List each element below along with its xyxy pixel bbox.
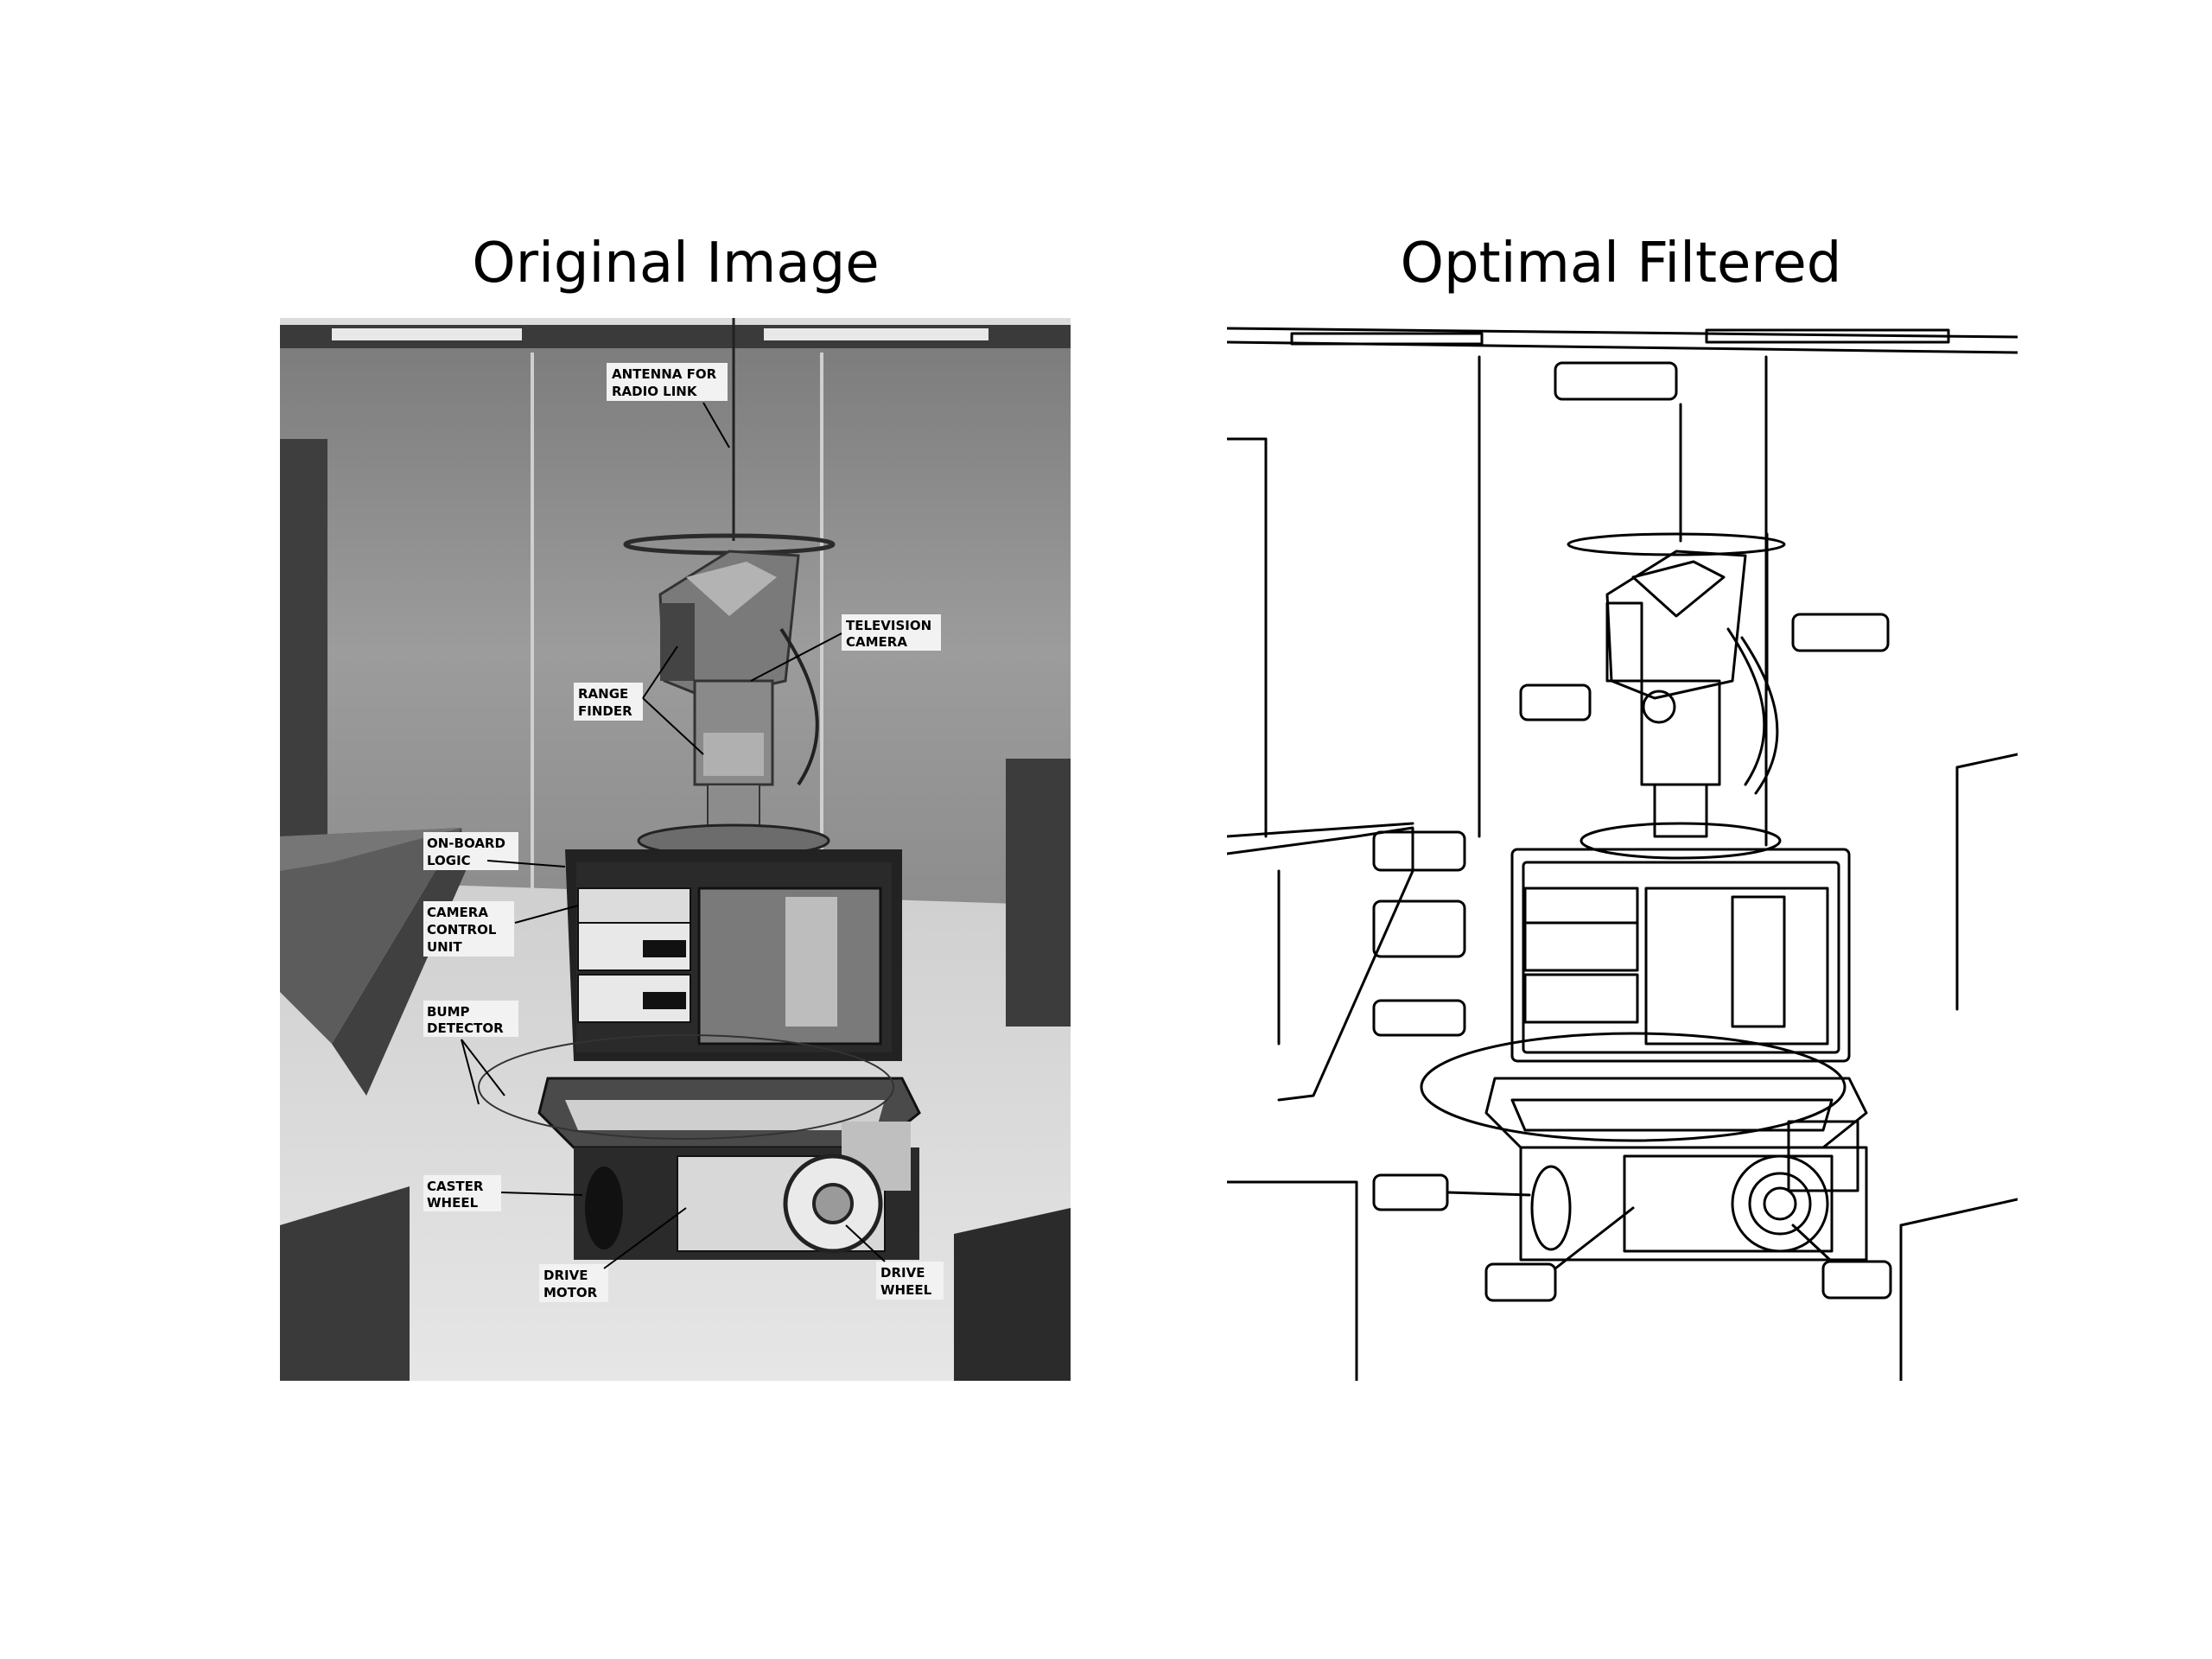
label-caster-line1: CASTER <box>427 1179 484 1194</box>
label-caster-line2: WHEEL <box>427 1195 479 1211</box>
label-bump-line1: BUMP <box>427 1004 470 1020</box>
original-image-title: Original Image <box>472 232 880 296</box>
original-image: ANTENNA FOR RADIO LINK TELEVISION CAMERA… <box>280 318 1071 1381</box>
label-ccu-line1: CAMERA <box>427 905 488 920</box>
label-bump-line2: DETECTOR <box>427 1020 504 1036</box>
label-logic-line1: ON-BOARD <box>427 836 505 851</box>
label-tv-line1: TELEVISION <box>846 618 931 633</box>
label-motor-line1: DRIVE <box>543 1268 588 1283</box>
label-range-line2: FINDER <box>578 703 632 719</box>
label-drive-wheel-line2: WHEEL <box>880 1282 932 1298</box>
label-range-line1: RANGE <box>578 686 628 702</box>
label-antenna-line1: ANTENNA FOR <box>612 366 717 382</box>
label-motor-line2: MOTOR <box>543 1285 598 1300</box>
label-ccu-line3: UNIT <box>427 939 462 955</box>
label-ccu-line2: CONTROL <box>427 922 497 938</box>
label-tv-line2: CAMERA <box>846 634 907 650</box>
label-logic-line2: LOGIC <box>427 853 471 868</box>
label-antenna-line2: RADIO LINK <box>612 384 698 399</box>
filtered-image <box>1227 318 2018 1381</box>
label-drive-wheel-line1: DRIVE <box>880 1265 925 1281</box>
filtered-image-title: Optimal Filtered <box>1400 232 1842 296</box>
